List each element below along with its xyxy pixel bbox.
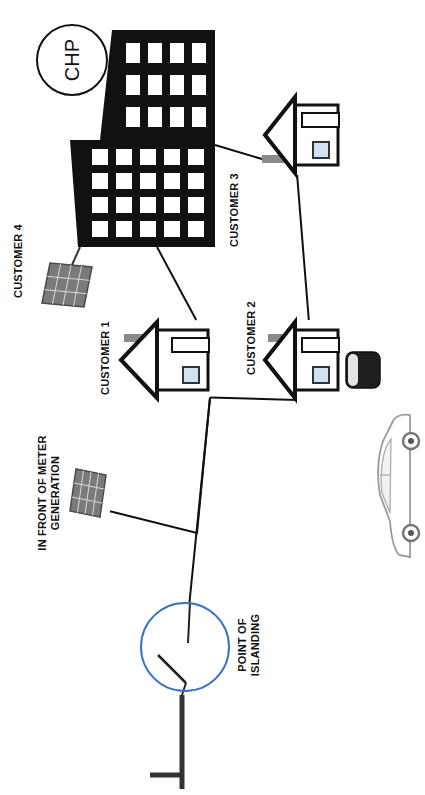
solar-panel-frame [42,263,92,307]
building-window [170,107,184,127]
building-window [170,43,184,63]
house-drawing [118,320,210,400]
building-window [170,75,184,95]
building-window [188,221,204,237]
panel-drawing [66,467,110,519]
building-window [188,197,204,213]
house-door [302,338,339,352]
house-door [302,113,339,127]
house-window [313,142,329,158]
pole-crossarm [150,773,184,778]
solar-panel [42,263,92,307]
power-line [157,247,196,320]
building-block [70,140,215,247]
building-window [148,75,162,95]
building-window [116,149,132,165]
house-roof [265,97,295,173]
panel-cell-line [53,264,61,304]
node-label: IN FRONT OF METER GENERATION [36,426,62,560]
building-window [148,107,162,127]
house-roof [121,322,157,398]
building-window [192,75,206,95]
node-label: CUSTOMER 2 [245,301,258,375]
house-window [313,367,329,383]
building-window [188,173,204,189]
node-label: CUSTOMER 3 [228,173,241,247]
car-wheel [403,433,419,449]
solar-panel-frame [70,469,106,517]
panel-cell-line [63,265,71,305]
power-line [110,398,210,533]
building-window [140,173,156,189]
building-window [126,107,140,127]
car-hub [408,530,414,536]
car-wheel [403,525,419,541]
building-window [148,43,162,63]
building-window [126,75,140,95]
building-window [140,197,156,213]
node-label: CUSTOMER 4 [12,224,25,298]
house-window [183,367,199,383]
car-window [381,439,391,513]
panel-cell-line [78,471,84,513]
panel-cell-line [74,266,82,306]
building-window [192,43,206,63]
building-window [116,173,132,189]
panel-cell-line [85,472,91,514]
house: CUSTOMER 1 [118,320,210,400]
house-drawing [262,320,340,400]
node-label: POINT OF ISLANDING [236,600,262,690]
node-label: CUSTOMER 1 [99,321,112,395]
building-window [92,197,108,213]
power-line [210,398,297,400]
chp-circle: CHP [36,24,108,96]
building-window [164,149,180,165]
house: CUSTOMER 3 [262,95,340,175]
building-block [100,30,215,140]
switch-lead [182,683,186,695]
switch-contact [188,602,190,643]
office-building: CUSTOMER 4 [70,30,215,247]
building-window [192,107,206,127]
power-line [297,175,309,320]
car-hub [408,438,414,444]
house-drawing [262,95,340,175]
building-window [188,149,204,165]
car-pillar [380,474,391,475]
node-text: CHP [61,39,83,81]
building-window [126,43,140,63]
solar-generation: IN FRONT OF METER GENERATION [66,467,110,519]
building-window [164,197,180,213]
islanding-circle: POINT OF ISLANDING [140,602,230,692]
building-window [116,221,132,237]
panel-mount [72,247,80,265]
building-window [116,197,132,213]
building-window [92,149,108,165]
switch-blade [158,655,186,683]
house-door [172,338,209,352]
building-window [164,173,180,189]
panel-cell-line [93,474,99,516]
power-line [215,145,262,159]
battery-top [348,354,358,386]
building-window [140,221,156,237]
building-drawing [70,30,215,247]
battery [346,352,380,388]
building-window [140,149,156,165]
house: CUSTOMER 2 [262,320,340,400]
building-window [92,173,108,189]
house-roof [265,322,295,398]
house-wall [151,330,208,390]
building-window [164,221,180,237]
building-window [92,221,108,237]
